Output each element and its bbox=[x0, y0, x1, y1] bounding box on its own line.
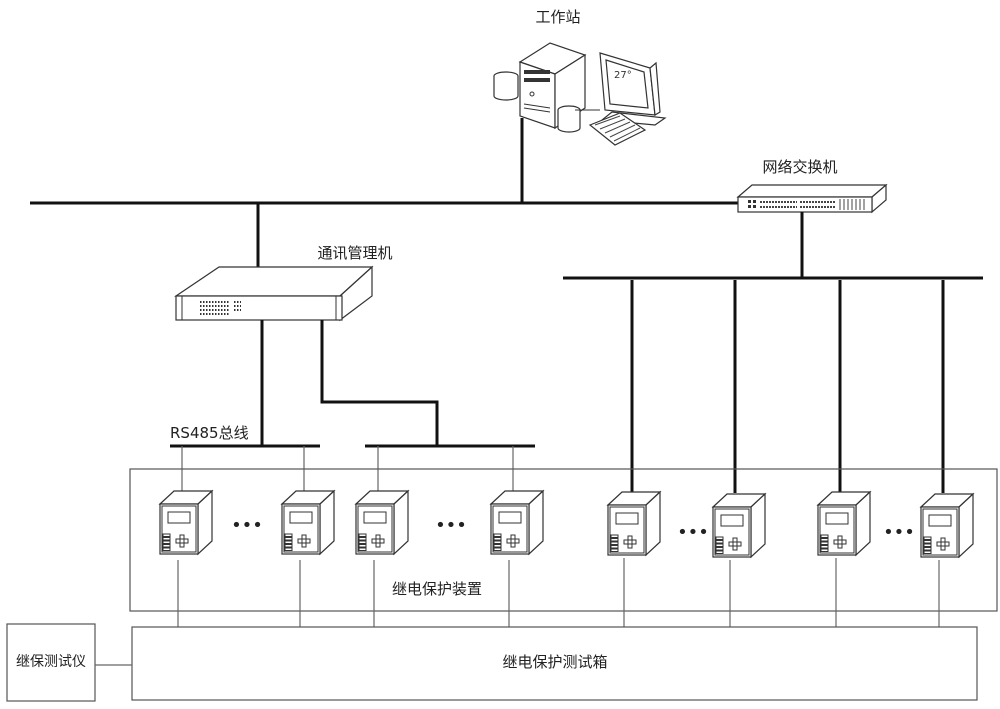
relay-tester[interactable] bbox=[6, 623, 96, 702]
keypad-icon bbox=[175, 534, 189, 548]
workstation-label: 工作站 bbox=[535, 8, 580, 26]
disk-icon bbox=[493, 71, 519, 101]
ellipsis-indicator: ••• bbox=[677, 522, 709, 543]
keypad-icon bbox=[936, 537, 950, 551]
keyboard-icon bbox=[575, 109, 647, 146]
keypad-icon bbox=[833, 535, 847, 549]
rs485-bus-label: RS485总线 bbox=[170, 424, 249, 442]
keypad-icon bbox=[728, 537, 742, 551]
relay-protection-device-icon bbox=[280, 489, 336, 556]
lcd-screen bbox=[289, 511, 313, 524]
network-switch-icon bbox=[736, 183, 888, 214]
lcd-screen bbox=[615, 512, 639, 525]
relay-protection-device-icon bbox=[354, 489, 410, 556]
relay-protection-devices-label: 继电保护装置 bbox=[392, 580, 482, 598]
relay-tester-label: 继保测试仪 bbox=[16, 654, 86, 670]
relay-protection-device-area bbox=[129, 468, 998, 612]
rs485-link-2 bbox=[320, 320, 439, 446]
relay-protection-device-icon bbox=[711, 492, 767, 559]
lcd-screen bbox=[167, 511, 191, 524]
lcd-screen bbox=[928, 514, 952, 527]
monitor-icon: 27° bbox=[599, 52, 667, 126]
lcd-screen bbox=[825, 512, 849, 525]
comm-manager-icon bbox=[174, 265, 374, 322]
keypad-icon bbox=[371, 534, 385, 548]
relay-protection-device-icon bbox=[919, 492, 975, 559]
relay-test-box-label: 继电保护测试箱 bbox=[502, 653, 607, 671]
relay-protection-device-icon bbox=[816, 490, 872, 557]
relay-protection-device-icon bbox=[606, 490, 662, 557]
lcd-screen bbox=[363, 511, 387, 524]
ellipsis-indicator: ••• bbox=[883, 522, 915, 543]
comm-manager-label: 通讯管理机 bbox=[317, 244, 392, 262]
ellipsis-indicator: ••• bbox=[435, 515, 467, 536]
keypad-icon bbox=[623, 535, 637, 549]
ellipsis-indicator: ••• bbox=[231, 515, 263, 536]
relay-test-box[interactable] bbox=[131, 626, 978, 701]
workstation-icon: 27° bbox=[493, 42, 667, 146]
lcd-screen bbox=[498, 511, 522, 524]
keypad-icon bbox=[297, 534, 311, 548]
network-switch-label: 网络交换机 bbox=[762, 158, 837, 176]
relay-protection-device-icon bbox=[489, 489, 545, 556]
monitor-display-text: 27° bbox=[614, 70, 632, 81]
relay-protection-device-icon bbox=[158, 489, 214, 556]
lcd-screen bbox=[720, 514, 744, 527]
keypad-icon bbox=[506, 534, 520, 548]
